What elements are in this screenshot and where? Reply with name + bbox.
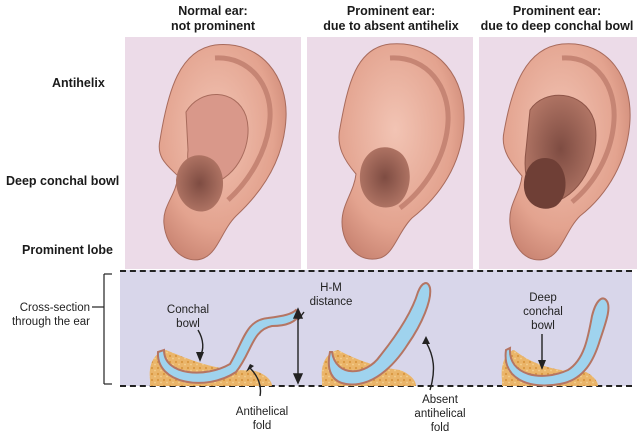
section-absent-antihelix [321, 282, 432, 386]
column-subtitle-line: not prominent [170, 19, 255, 33]
label-line: Conchal [166, 304, 210, 316]
ear-deep-conchal [502, 43, 631, 261]
column-title-deep-conchal: Prominent ear: due to deep conchal bowl [472, 4, 640, 34]
label-antihelical-fold: Antihelical fold [222, 405, 302, 433]
row-label-deep-conchal-bowl: Deep conchal bowl [6, 174, 120, 188]
label-line: bowl [176, 318, 200, 330]
label-line: Antihelical [235, 406, 289, 418]
label-line: Absent [422, 394, 458, 406]
section-deep-conchal [501, 297, 610, 387]
column-subtitle-line: due to absent antihelix [323, 19, 459, 33]
column-title-line: Prominent ear: [512, 4, 602, 18]
cross-section-top-line [120, 270, 632, 272]
cross-section-label: Cross-section through the ear [4, 301, 90, 329]
cross-section-bracket [92, 273, 112, 385]
label-hm-distance: H-M distance [296, 281, 366, 309]
hm-distance-arrow [292, 307, 305, 385]
label-line: Deep [529, 292, 557, 304]
column-title-line: Normal ear: [178, 4, 248, 18]
column-title-line: Prominent ear: [346, 4, 436, 18]
cross-section-label-line: through the ear [11, 316, 90, 328]
label-line: distance [309, 296, 353, 308]
arrow-heads [196, 336, 546, 372]
label-deep-conchal-bowl: Deep conchal bowl [506, 291, 580, 333]
label-line: antihelical [414, 408, 466, 420]
ear-normal [158, 44, 287, 261]
row-label-antihelix: Antihelix [52, 76, 105, 90]
label-line: conchal [523, 306, 563, 318]
label-line: fold [430, 422, 450, 434]
column-subtitle-line: due to deep conchal bowl [480, 19, 634, 33]
row-label-prominent-lobe: Prominent lobe [22, 243, 113, 257]
column-title-normal: Normal ear: not prominent [128, 4, 298, 34]
column-title-absent-antihelix: Prominent ear: due to absent antihelix [306, 4, 476, 34]
label-conchal-bowl: Conchal bowl [148, 303, 228, 331]
ear-absent-antihelix [338, 43, 465, 260]
label-line: bowl [531, 320, 555, 332]
cross-section-label-line: Cross-section [19, 302, 90, 314]
label-line: H-M [320, 282, 342, 294]
label-absent-antihelical-fold: Absent antihelical fold [398, 393, 482, 435]
label-line: fold [252, 420, 272, 432]
